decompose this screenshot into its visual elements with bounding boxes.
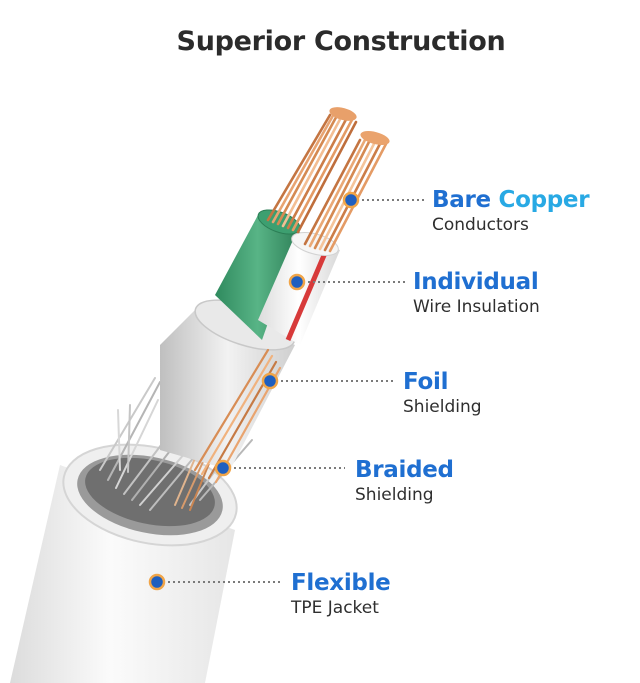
callout-copper-heading-highlight: Copper — [498, 187, 590, 213]
callout-foil-subtitle: Shielding — [403, 397, 482, 417]
callout-copper-heading: Bare — [432, 187, 491, 213]
callout-copper-subtitle: Conductors — [432, 215, 529, 235]
callout-insulation-subtitle: Wire Insulation — [413, 297, 540, 317]
callout-insulation: Individual Wire Insulation — [413, 269, 540, 318]
leader-foil — [261, 372, 393, 390]
callout-copper: Bare Copper Conductors — [432, 187, 590, 236]
callout-braid-subtitle: Shielding — [355, 485, 434, 505]
leader-copper — [342, 191, 425, 209]
callout-foil-heading: Foil — [403, 369, 449, 395]
leader-braid — [214, 459, 345, 477]
callout-foil: Foil Shielding — [403, 369, 482, 418]
leader-jacket — [148, 573, 280, 591]
callout-jacket-subtitle: TPE Jacket — [291, 598, 379, 618]
copper-conductor-right — [303, 131, 390, 253]
callout-braid: Braided Shielding — [355, 457, 454, 506]
callout-jacket: Flexible TPE Jacket — [291, 570, 391, 619]
callout-jacket-heading: Flexible — [291, 570, 391, 596]
callout-insulation-heading: Individual — [413, 269, 539, 295]
callout-braid-heading: Braided — [355, 457, 454, 483]
tpe-jacket — [10, 443, 238, 683]
copper-conductor-left — [266, 107, 358, 234]
page-title: Superior Construction — [176, 26, 506, 57]
leader-insulation — [288, 273, 405, 291]
